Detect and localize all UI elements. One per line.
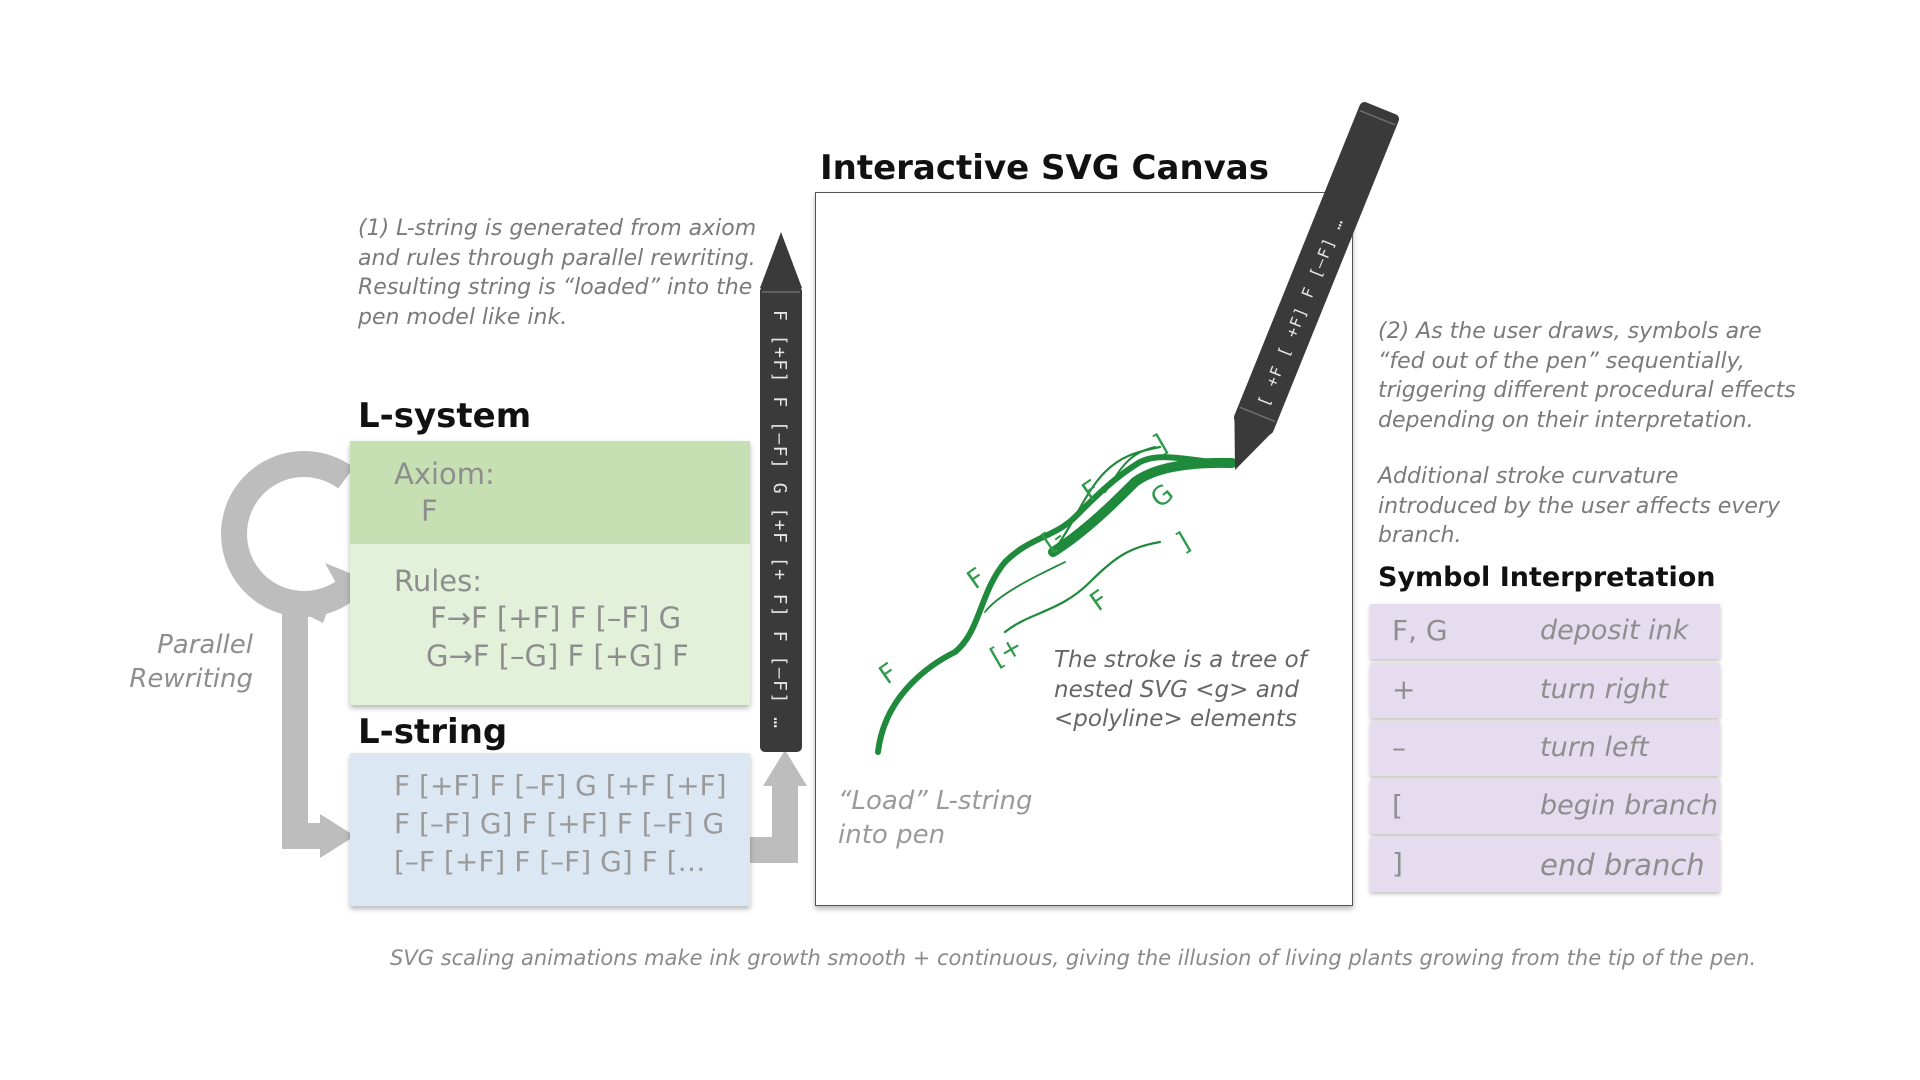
up-arrowhead <box>763 750 807 786</box>
lsystem-box: Axiom: F Rules: F→F [+F] F [–F] G G→F [–… <box>350 441 750 705</box>
axiom-panel: Axiom: F <box>350 441 750 544</box>
symbol-meaning: turn right <box>1540 674 1668 705</box>
pen-tip-up <box>760 232 802 288</box>
symbol-row: ] end branch <box>1370 837 1720 892</box>
symbol-key: – <box>1392 731 1406 764</box>
symbol-key: ] <box>1392 847 1403 880</box>
rules-label: Rules: <box>394 564 483 598</box>
symbol-end-2: ] <box>1172 527 1196 558</box>
axiom-label: Axiom: <box>394 457 495 491</box>
lstring-heading: L-string <box>358 712 508 752</box>
lstring-line-1: F [+F] F [–F] G [+F [+F] <box>394 769 727 802</box>
pen-right-text: [ +F [ +F] F [–F] … <box>1254 215 1347 409</box>
canvas-title: Interactive SVG Canvas <box>820 148 1269 188</box>
stroke-note: The stroke is a tree of nested SVG <g> a… <box>1054 647 1307 732</box>
symbol-meaning: deposit ink <box>1540 615 1689 646</box>
symbol-row: [ begin branch <box>1370 779 1720 834</box>
axiom-value: F <box>421 494 438 528</box>
branch-lower-2 <box>984 561 1066 613</box>
symbol-F-4: F <box>1085 585 1114 618</box>
symbol-key: F, G <box>1392 614 1448 647</box>
lstring-line-3: [–F [+F] F [–F] G] F [… <box>394 845 706 878</box>
note-1: (1) L-string is generated from axiom and… <box>358 216 757 330</box>
loop-arrow-top <box>287 585 337 623</box>
symbol-meaning: begin branch <box>1540 790 1718 821</box>
up-arrow-shaft <box>750 780 798 863</box>
lstring-line-2: F [–F] G] F [+F] F [–F] G <box>394 807 725 840</box>
main-stroke <box>875 454 1233 755</box>
symbol-row: F, G deposit ink <box>1370 604 1720 659</box>
symbol-heading: Symbol Interpretation <box>1378 562 1716 593</box>
upper-thick-stroke <box>1048 457 1237 557</box>
down-arrow-shaft <box>282 602 325 849</box>
parallel-rewriting-label: Parallel Rewriting <box>129 630 253 694</box>
note-2: (2) As the user draws, symbols are “fed … <box>1378 319 1796 433</box>
symbol-F-1: F <box>874 658 903 691</box>
symbol-key: [ <box>1392 789 1403 822</box>
lsystem-heading: L-system <box>358 396 532 436</box>
drawing-pen: [ +F [ +F] F [–F] … <box>1233 102 1400 470</box>
symbol-meaning: turn left <box>1540 732 1649 763</box>
rule-2: G→F [–G] F [+G] F <box>426 639 689 673</box>
rule-1: F→F [+F] F [–F] G <box>430 601 682 635</box>
svg-canvas[interactable] <box>815 192 1353 906</box>
symbol-row: – turn left <box>1370 721 1720 776</box>
loaded-pen: F [+F] F [–F] G [+F [+ F] F [–F] … <box>760 232 802 752</box>
plant-drawing: F [+ F [- F ] G F ] <box>874 429 1237 755</box>
rules-panel: Rules: F→F [+F] F [–F] G G→F [–G] F [+G]… <box>350 544 750 705</box>
symbol-row: + turn right <box>1370 663 1720 718</box>
symbol-meaning: end branch <box>1540 848 1705 882</box>
lstring-box: F [+F] F [–F] G [+F [+F] F [–F] G] F [+F… <box>350 753 750 906</box>
symbol-G: G <box>1145 478 1180 514</box>
load-label: “Load” L-string into pen <box>838 786 1033 850</box>
footer-caption: SVG scaling animations make ink growth s… <box>390 946 1757 970</box>
branch-lower <box>1003 540 1162 634</box>
down-arrowhead <box>320 814 355 858</box>
symbol-key: + <box>1392 673 1416 706</box>
symbol-table: F, G deposit ink + turn right – turn lef… <box>1370 604 1722 908</box>
pen-left-text: F [+F] F [–F] G [+F [+ F] F [–F] … <box>769 310 790 729</box>
note-3: Additional stroke curvature introduced b… <box>1378 464 1780 548</box>
symbol-branch-plus: [+ <box>986 631 1029 673</box>
branch-upper-2 <box>1104 446 1156 493</box>
